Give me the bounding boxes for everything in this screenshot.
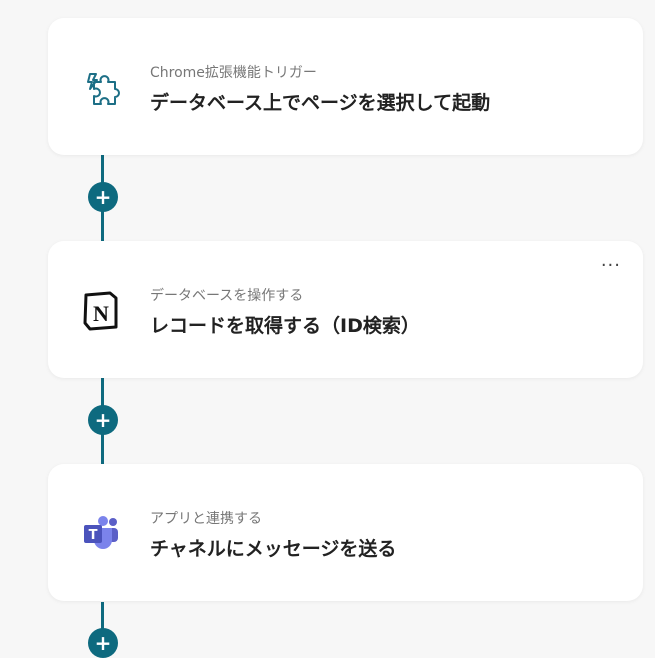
step-title: レコードを取得する（ID検索） (150, 315, 420, 337)
step-subtitle: Chrome拡張機能トリガー (150, 65, 317, 81)
svg-text:N: N (93, 301, 109, 326)
step-title: データベース上でページを選択して起動 (150, 92, 491, 114)
flow-step-trigger[interactable]: Chrome拡張機能トリガー データベース上でページを選択して起動 (48, 18, 643, 155)
step-subtitle: データベースを操作する (150, 288, 304, 304)
microsoft-teams-icon: T (84, 516, 118, 549)
svg-text:T: T (89, 528, 98, 543)
step-subtitle: アプリと連携する (150, 511, 262, 527)
more-options-button[interactable]: ··· (600, 255, 621, 276)
step-title: チャネルにメッセージを送る (150, 538, 397, 560)
chrome-extension-puzzle-icon (87, 73, 120, 105)
flow-step-teams[interactable]: T アプリと連携する チャネルにメッセージを送る (48, 464, 643, 601)
add-step-button[interactable]: + (88, 628, 118, 658)
add-step-button[interactable]: + (88, 405, 118, 435)
connector-line (101, 602, 104, 642)
notion-icon: N (83, 291, 118, 331)
flow-step-notion[interactable]: N ··· データベースを操作する レコードを取得する（ID検索） (48, 241, 643, 378)
add-step-button[interactable]: + (88, 182, 118, 212)
